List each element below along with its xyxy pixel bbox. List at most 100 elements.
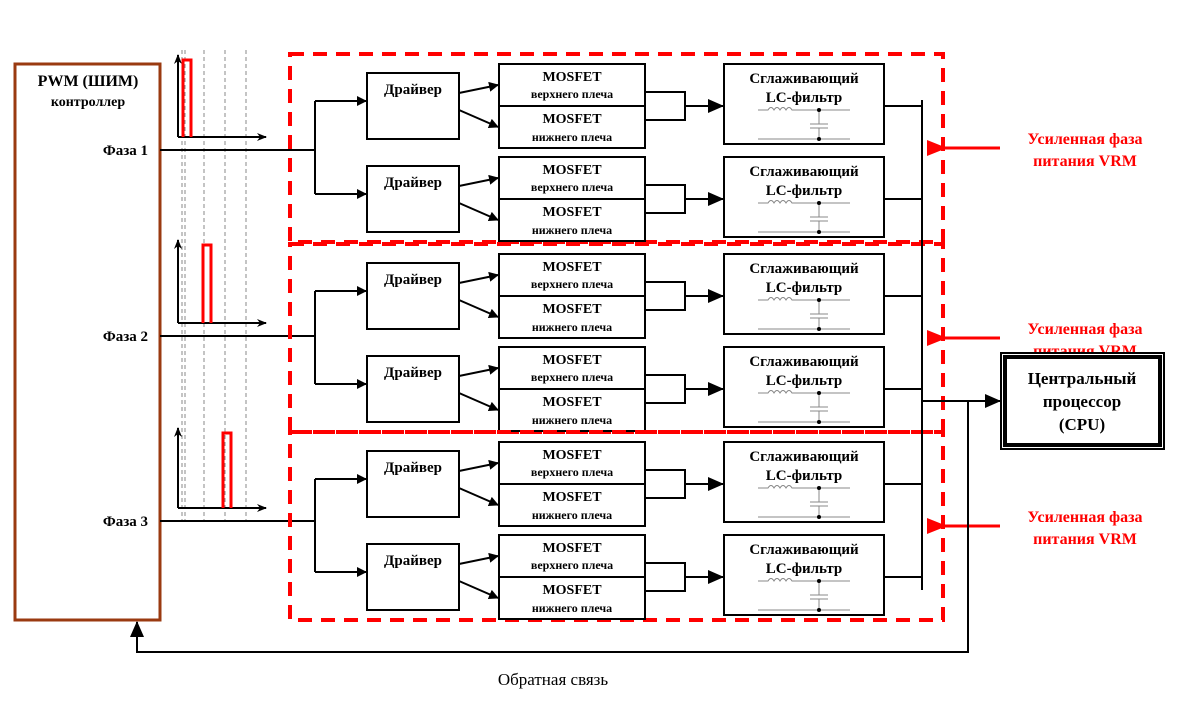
mosfet-high-label: MOSFET [542, 448, 602, 463]
pwm-pulse [181, 58, 193, 137]
driver-box [366, 355, 460, 423]
pwm-controller: PWM (ШИМ) контроллер [13, 62, 162, 622]
mosfet-high-sublabel: верхнего плеча [531, 87, 613, 101]
vrm-label-line2: питания VRM [1033, 531, 1137, 548]
cpu-label-line3: (CPU) [1059, 415, 1105, 434]
mosfet-low-box [498, 198, 646, 242]
phase-label: Фаза 1 [103, 143, 148, 159]
driver-label: Драйвер [384, 553, 442, 569]
mosfet-high-sublabel: верхнего плеча [531, 465, 613, 479]
lc-filter-box [723, 63, 885, 145]
mosfet-low-label: MOSFET [542, 395, 602, 410]
filter-sublabel: LC-фильтр [766, 561, 843, 577]
filter-sublabel: LC-фильтр [766, 183, 843, 199]
mosfet-high-box [498, 63, 646, 107]
driver-box [366, 262, 460, 330]
filter-label: Сглаживающий [749, 354, 859, 370]
lc-circuit-icon [758, 200, 850, 234]
filter-sublabel: LC-фильтр [766, 90, 843, 106]
driver-to-high-arrow [458, 364, 499, 377]
driver-to-high-arrow [458, 271, 499, 284]
mosfet-low-sublabel: нижнего плеча [532, 508, 612, 522]
feedback-label: Обратная связь [498, 670, 609, 689]
pwm-pulse [221, 431, 233, 508]
lc-circuit-icon [758, 297, 850, 331]
lc-circuit-icon [758, 485, 850, 519]
cpu-label-line2: процессор [1043, 392, 1121, 411]
mosfet-high-sublabel: верхнего плеча [531, 370, 613, 384]
mosfet-high-label: MOSFET [542, 353, 602, 368]
driver-label: Драйвер [384, 82, 442, 98]
lc-filter-box [723, 534, 885, 616]
driver-label: Драйвер [384, 272, 442, 288]
controller-title: PWM (ШИМ) [38, 73, 139, 90]
vrm-label-line1: Усиленная фаза [1027, 321, 1142, 338]
mosfet-high-box [498, 156, 646, 200]
lc-filter-box [723, 441, 885, 523]
cpu-box-inner [1003, 355, 1162, 447]
mosfet-high-label: MOSFET [542, 70, 602, 85]
phase-3: Фаза 3 [103, 427, 315, 530]
controller-subtitle: контроллер [51, 95, 126, 110]
controller-box [13, 62, 162, 622]
mosfet-high-sublabel: верхнего плеча [531, 180, 613, 194]
mosfet-merge-line [645, 91, 686, 121]
lc-circuit-icon [758, 578, 850, 612]
filter-label: Сглаживающий [749, 542, 859, 558]
mosfet-low-sublabel: нижнего плеча [532, 601, 612, 615]
driver-box [366, 543, 460, 611]
lc-filter-box [723, 253, 885, 335]
driver-to-high-arrow [458, 81, 499, 94]
filter-sublabel: LC-фильтр [766, 280, 843, 296]
mosfet-low-sublabel: нижнего плеча [532, 130, 612, 144]
mosfet-low-box [498, 483, 646, 527]
cpu-block: Центральный процессор (CPU) [1000, 352, 1165, 450]
driver-label: Драйвер [384, 460, 442, 476]
phase-2: Фаза 2 [103, 239, 315, 345]
mosfet-merge-line [645, 562, 686, 592]
driver-to-low-arrow [458, 580, 499, 599]
vrm-label-line1: Усиленная фаза [1027, 509, 1142, 526]
mosfet-low-label: MOSFET [542, 583, 602, 598]
mosfet-low-box [498, 388, 646, 432]
feedback-loop: Обратная связь [130, 401, 969, 689]
mosfet-low-sublabel: нижнего плеча [532, 223, 612, 237]
mosfet-low-label: MOSFET [542, 205, 602, 220]
lc-circuit-icon [758, 390, 850, 424]
driver-box [366, 165, 460, 233]
pwm-pulse [201, 243, 213, 323]
mosfet-merge-line [645, 281, 686, 311]
mosfet-high-label: MOSFET [542, 541, 602, 556]
lc-circuit-icon [758, 107, 850, 141]
driver-to-low-arrow [458, 202, 499, 221]
driver-label: Драйвер [384, 175, 442, 191]
mosfet-low-box [498, 295, 646, 339]
mosfet-high-box [498, 253, 646, 297]
mosfet-high-label: MOSFET [542, 163, 602, 178]
driver-to-high-arrow [458, 174, 499, 187]
cpu-box-outer [1000, 352, 1165, 450]
vrm-label-line2: питания VRM [1033, 153, 1137, 170]
filter-sublabel: LC-фильтр [766, 373, 843, 389]
mosfet-low-box [498, 576, 646, 620]
driver-to-low-arrow [458, 299, 499, 318]
cpu-label-line1: Центральный [1028, 369, 1137, 388]
feedback-line [130, 401, 969, 653]
filter-label: Сглаживающий [749, 164, 859, 180]
driver-label: Драйвер [384, 365, 442, 381]
mosfet-low-sublabel: нижнего плеча [532, 413, 612, 427]
mosfet-low-box [498, 105, 646, 149]
lc-filter-box [723, 346, 885, 428]
mosfet-high-box [498, 534, 646, 578]
filter-sublabel: LC-фильтр [766, 468, 843, 484]
